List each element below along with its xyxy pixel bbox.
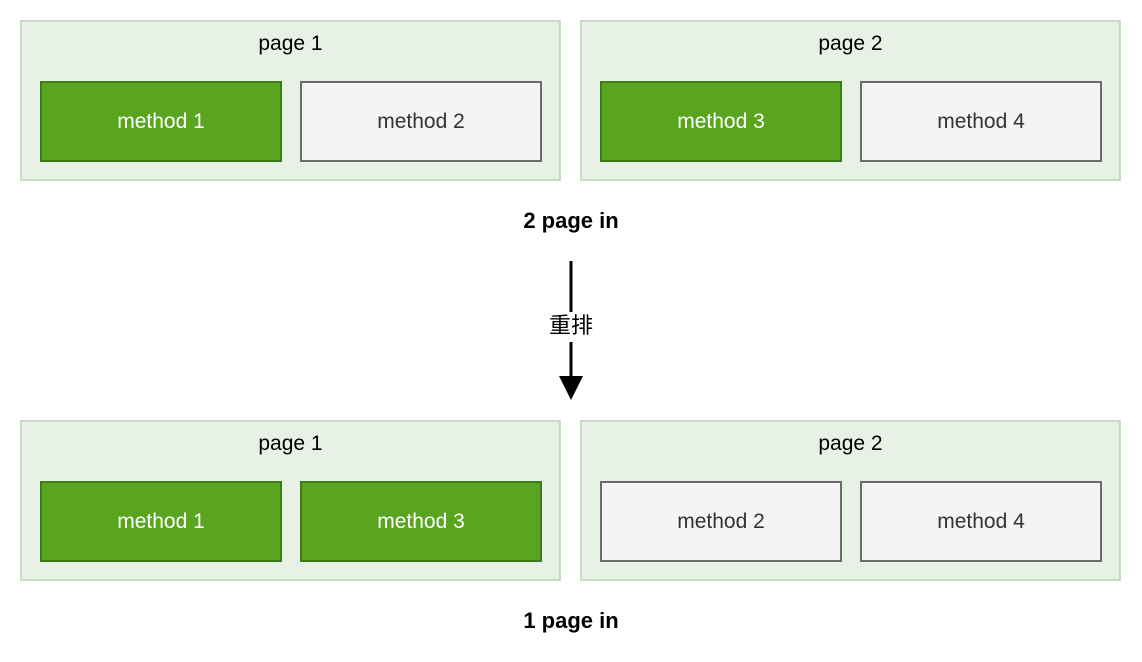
method-box: method 3 — [300, 481, 542, 562]
page-title: page 2 — [818, 432, 883, 455]
page-title: page 1 — [258, 432, 323, 455]
page-title: page 1 — [258, 32, 323, 55]
method-box: method 1 — [40, 81, 282, 162]
before-caption: 2 page in — [523, 208, 619, 233]
method-box: method 2 — [300, 81, 542, 162]
after-caption: 1 page in — [523, 608, 619, 633]
method-box: method 1 — [40, 481, 282, 562]
before-page-2: page 2 method 3 method 4 — [580, 20, 1121, 181]
method-box: method 4 — [860, 481, 1102, 562]
page-title: page 2 — [818, 32, 883, 55]
method-box: method 2 — [600, 481, 842, 562]
method-box: method 3 — [600, 81, 842, 162]
method-box: method 4 — [860, 81, 1102, 162]
transition-label: 重排 — [521, 312, 621, 342]
after-page-1: page 1 method 1 method 3 — [20, 420, 561, 581]
before-page-1: page 1 method 1 method 2 — [20, 20, 561, 181]
after-page-2: page 2 method 2 method 4 — [580, 420, 1121, 581]
